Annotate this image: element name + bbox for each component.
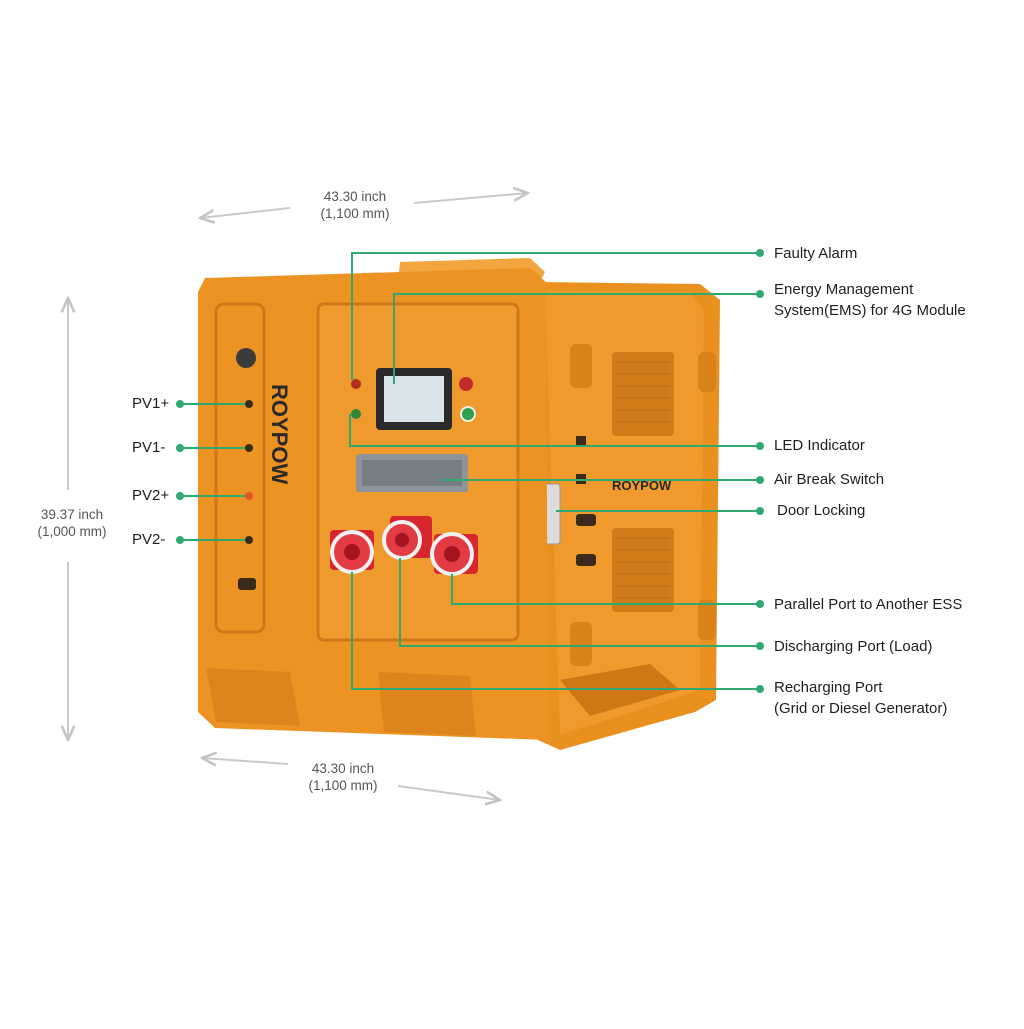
top-width-mm: (1,100 mm) <box>320 206 390 221</box>
callout-pv1-minus: PV1- <box>132 439 166 456</box>
leader-led-indicator-dot <box>756 442 764 450</box>
top-width-inch: 43.30 inch <box>323 189 387 204</box>
height-mm: (1,000 mm) <box>37 524 107 539</box>
stop-button[interactable] <box>459 377 473 391</box>
start-button[interactable] <box>460 406 476 422</box>
port-recharging[interactable] <box>330 530 374 574</box>
callout-pv2-minus: PV2- <box>132 531 166 548</box>
callout-recharging-line1: Recharging Port <box>774 679 883 696</box>
leader-recharging-port <box>351 572 760 690</box>
leader-faulty-alarm <box>351 252 760 380</box>
pv-panel <box>214 302 266 634</box>
leader-pv2-minus-dot <box>176 536 184 544</box>
port-discharging[interactable] <box>382 516 432 560</box>
leader-faulty-alarm-dot <box>756 249 764 257</box>
bottom-width-inch: 43.30 inch <box>311 761 375 776</box>
leader-parallel-port <box>451 574 760 605</box>
leader-ems-dot <box>756 290 764 298</box>
top-width-dimension: 43.30 inch (1,100 mm) <box>300 188 410 222</box>
leader-door-locking-dot <box>756 507 764 515</box>
callout-ems-line2: System(EMS) for 4G Module <box>774 302 966 319</box>
callout-pv1-plus: PV1+ <box>132 395 170 412</box>
callout-discharging-port: Discharging Port (Load) <box>774 638 933 655</box>
leader-led-indicator <box>349 414 760 447</box>
power-button[interactable] <box>236 348 256 368</box>
pv1-plus-port[interactable] <box>245 400 253 408</box>
height-dimension: 39.37 inch (1,000 mm) <box>20 506 124 540</box>
lift-lug <box>698 600 716 640</box>
callout-leaders <box>180 252 760 690</box>
callout-recharging-port: Recharging Port (Grid or Diesel Generato… <box>774 677 947 719</box>
lift-lug <box>570 622 592 666</box>
leader-pv2-plus-dot <box>176 492 184 500</box>
leader-discharging-port <box>399 558 760 647</box>
lift-lug <box>570 344 592 388</box>
callout-parallel-port: Parallel Port to Another ESS <box>774 596 963 613</box>
callout-recharging-line2: (Grid or Diesel Generator) <box>774 700 948 717</box>
front-brand-mark: ROYPOW <box>267 384 292 484</box>
callout-air-break-switch: Air Break Switch <box>774 471 885 488</box>
callout-faulty-alarm: Faulty Alarm <box>774 245 858 262</box>
height-inch: 39.37 inch <box>40 507 104 522</box>
pv2-minus-port[interactable] <box>245 536 253 544</box>
callout-led-indicator: LED Indicator <box>774 437 865 454</box>
leader-recharging-port-dot <box>756 685 764 693</box>
pv1-minus-port[interactable] <box>245 444 253 452</box>
callout-ems-line1: Energy Management <box>774 281 914 298</box>
leader-pv1-minus-dot <box>176 444 184 452</box>
callout-dots <box>176 249 764 693</box>
leader-discharging-port-dot <box>756 642 764 650</box>
fault-alarm-led <box>351 379 361 389</box>
bottom-width-mm: (1,100 mm) <box>308 778 378 793</box>
leader-ems <box>393 293 760 384</box>
status-led <box>351 409 361 419</box>
callout-ems: Energy Management System(EMS) for 4G Mod… <box>774 279 966 321</box>
dimension-arrows <box>68 193 528 800</box>
leader-air-break-switch-dot <box>756 476 764 484</box>
front-face: ROYPOW <box>198 258 680 740</box>
callout-door-locking: Door Locking <box>777 502 866 519</box>
pv2-plus-port[interactable] <box>245 492 253 500</box>
leader-parallel-port-dot <box>756 600 764 608</box>
vent-grille-top <box>612 352 674 436</box>
door-latch <box>576 514 596 526</box>
bottom-width-dimension: 43.30 inch (1,100 mm) <box>288 760 398 794</box>
callout-pv2-plus: PV2+ <box>132 487 170 504</box>
leader-pv1-plus-dot <box>176 400 184 408</box>
vent-grille-bottom <box>612 528 674 612</box>
port-parallel[interactable] <box>430 532 478 576</box>
side-face: ROYPOW <box>538 282 720 750</box>
lift-lug <box>698 352 716 392</box>
door-latch <box>576 554 596 566</box>
side-brand-mark: ROYPOW <box>612 478 672 493</box>
